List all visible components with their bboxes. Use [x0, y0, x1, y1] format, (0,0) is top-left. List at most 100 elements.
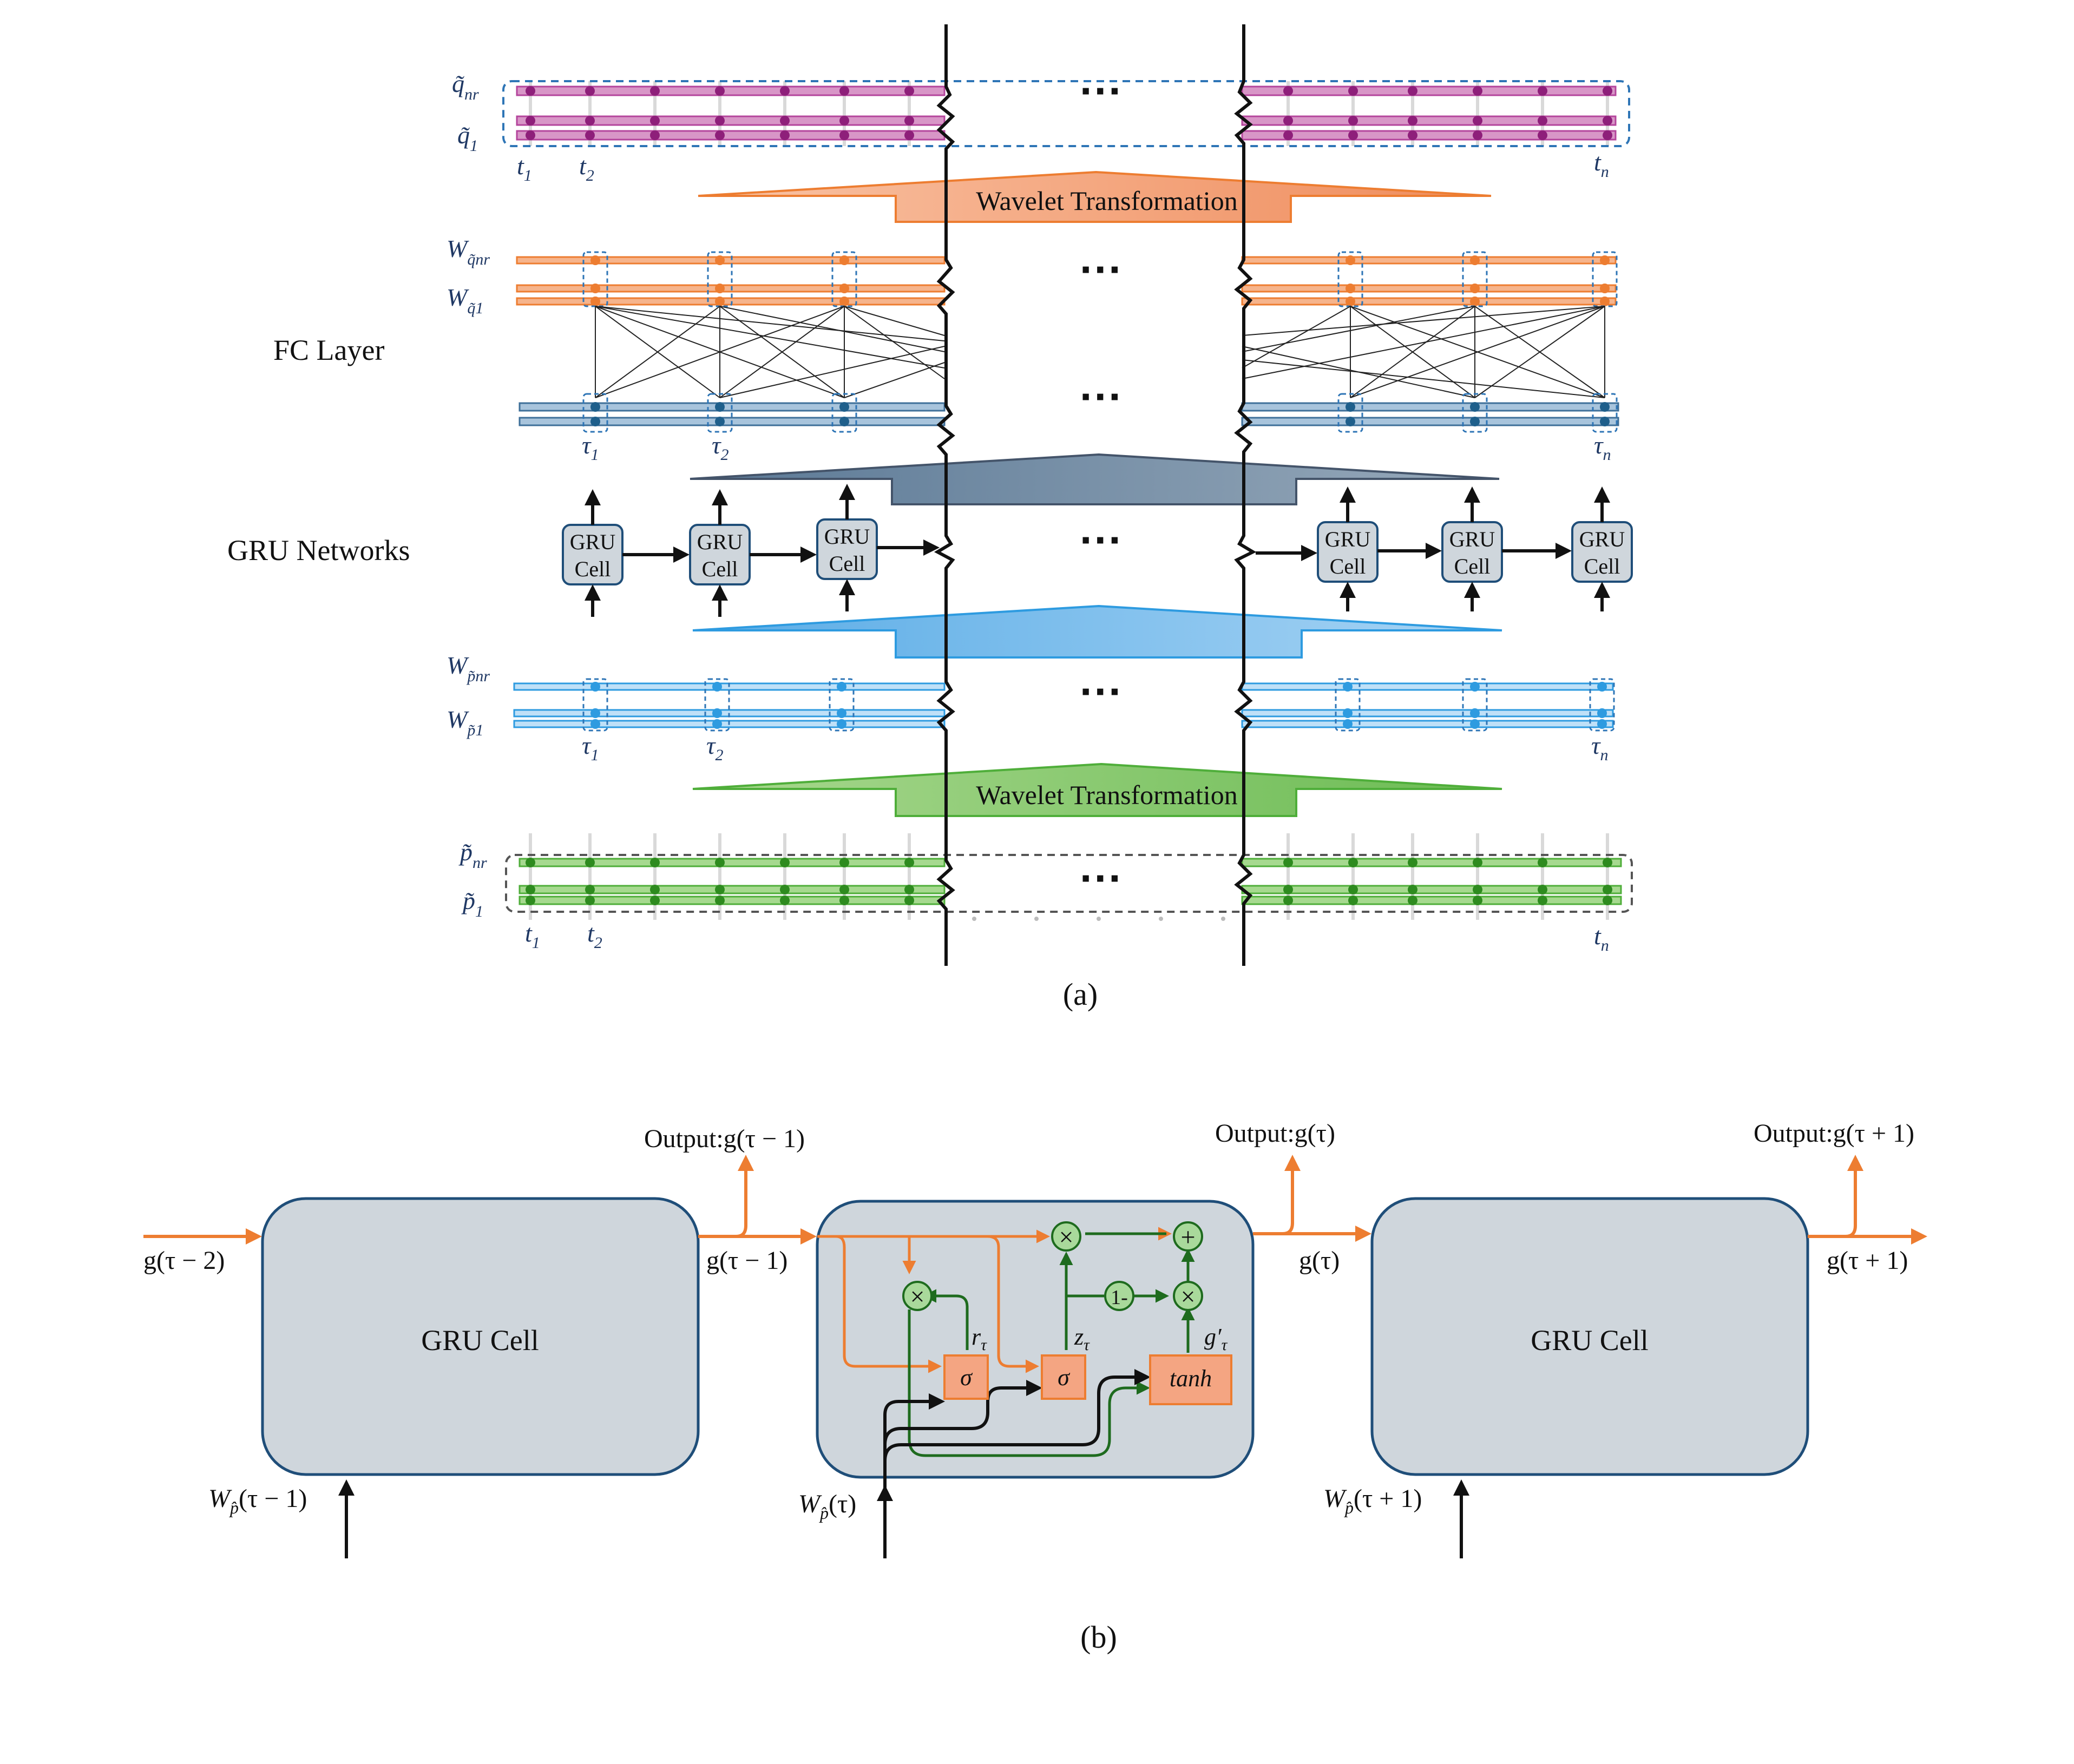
gru-cell-prev — [261, 1197, 700, 1476]
t1-label: t1 — [517, 152, 532, 185]
wavelet-top-arrow: Wavelet Transformation — [698, 170, 1492, 223]
p-dashed-group — [505, 854, 1633, 913]
part-b-gru-detail: GRU Cell GRU Cell — [143, 1119, 1927, 1655]
part-a-architecture: q̃nr q̃1 t1 t2 tn Wavelet Transformation — [227, 24, 1633, 1012]
gru-cell-row: GRU Cell GRU Cell GRU Cell GRU Cell GRU — [562, 484, 1633, 617]
ellipsis-q: ··· — [1080, 67, 1123, 115]
g-candidate-label: g′τ — [1204, 1324, 1228, 1354]
wavelet-bottom-label: Wavelet Transformation — [976, 780, 1237, 810]
tn-bottom-label: tn — [1594, 922, 1609, 955]
svg-text:GRU: GRU — [1325, 527, 1371, 551]
input-g-tau-minus-2: g(τ − 2) — [143, 1246, 225, 1275]
q-signal-bands — [502, 80, 1630, 147]
svg-text:Cell: Cell — [1454, 554, 1491, 578]
z-gate-label: zτ — [1074, 1324, 1090, 1354]
w-input-tau-minus-1: Wp̂(τ − 1) — [208, 1484, 307, 1517]
gru-cell-2: GRU Cell — [689, 524, 751, 585]
w-input-tau: Wp̂(τ) — [798, 1490, 856, 1523]
state-g-tau-minus-1: g(τ − 1) — [706, 1246, 787, 1275]
p-nr-label: p̃nr — [458, 838, 487, 872]
sigma-r-gate: σ — [943, 1354, 989, 1400]
output-g-tau-plus-1: Output:g(τ + 1) — [1754, 1119, 1914, 1148]
ellipsis-wp: ··· — [1080, 667, 1123, 715]
input-to-gru-arrow — [692, 604, 1502, 659]
tau1-bottom-label: τ1 — [582, 732, 599, 764]
ellipsis-fc: ··· — [1080, 372, 1123, 420]
gru-cell-n: GRU Cell — [1571, 521, 1633, 583]
t2-bottom-label: t2 — [587, 919, 602, 952]
tau2-bottom-label: τ2 — [706, 732, 723, 764]
tanh-gate: tanh — [1149, 1354, 1232, 1405]
ellipsis-gru: ··· — [1080, 516, 1123, 564]
q-nr-label: q̃nr — [452, 70, 479, 103]
break-lines — [934, 24, 1257, 966]
q-1-label: q̃1 — [457, 121, 478, 155]
wq-1-label: Wq̃1 — [447, 284, 483, 317]
gru-networks-label: GRU Networks — [227, 534, 410, 567]
svg-text:1-: 1- — [1111, 1286, 1128, 1309]
one-minus-node: 1- — [1104, 1281, 1134, 1311]
hidden-state-flow — [143, 1155, 1927, 1245]
current-cell-input-paths — [338, 1369, 1469, 1558]
multiply-reset-node: × — [902, 1281, 933, 1311]
state-g-tau-plus-1: g(τ + 1) — [1827, 1246, 1908, 1275]
gru-cell-3: GRU Cell — [816, 518, 878, 580]
output-g-tau-minus-1: Output:g(τ − 1) — [644, 1124, 805, 1153]
p-signal-bands — [505, 854, 1633, 913]
taun-top-label: τn — [1594, 431, 1611, 464]
svg-text:σ: σ — [1058, 1364, 1071, 1391]
svg-text:+: + — [1180, 1223, 1195, 1252]
svg-text:Cell: Cell — [575, 557, 611, 581]
svg-text:GRU: GRU — [697, 530, 743, 554]
wp-1-label: Wp̃1 — [447, 706, 483, 739]
caption-a: (a) — [1063, 977, 1098, 1012]
taun-bottom-label: τn — [1591, 732, 1608, 764]
svg-text:×: × — [910, 1282, 924, 1311]
p-1-label: p̃1 — [461, 887, 483, 920]
fc-connections — [595, 306, 1605, 398]
wavelet-top-label: Wavelet Transformation — [976, 186, 1237, 216]
caption-b: (b) — [1080, 1620, 1117, 1655]
svg-text:GRU: GRU — [824, 524, 870, 549]
multiply-candidate-node: × — [1173, 1281, 1203, 1311]
tau2-top-label: τ2 — [712, 431, 728, 464]
gru-cell-n-2: GRU Cell — [1317, 521, 1379, 583]
ellipsis-p: ··· — [1080, 854, 1123, 902]
multiply-update-node: × — [1051, 1221, 1081, 1252]
gru-to-fc-arrow — [690, 453, 1500, 505]
wq-nr-label: Wq̃nr — [447, 235, 490, 268]
wavelet-bottom-arrow: Wavelet Transformation — [692, 762, 1502, 817]
svg-text:GRU: GRU — [1449, 527, 1495, 551]
gru-cell-n-1: GRU Cell — [1441, 521, 1503, 583]
t2-label: t2 — [579, 152, 594, 185]
gru-cell-next — [1370, 1197, 1809, 1476]
tau1-top-label: τ1 — [582, 431, 599, 464]
svg-text:GRU: GRU — [570, 530, 616, 554]
t1-bottom-label: t1 — [525, 919, 540, 952]
svg-text:×: × — [1059, 1223, 1073, 1252]
svg-text:×: × — [1180, 1282, 1195, 1311]
svg-text:GRU: GRU — [1579, 527, 1625, 551]
faint-dots — [972, 917, 1225, 921]
gru-cell-1: GRU Cell — [562, 524, 623, 585]
tn-top-label: tn — [1594, 148, 1609, 181]
svg-text:Cell: Cell — [829, 551, 865, 576]
svg-text:Cell: Cell — [702, 557, 738, 581]
wp-nr-label: Wp̃nr — [447, 651, 490, 685]
wq-bands — [516, 251, 1618, 307]
fc-layer-label: FC Layer — [273, 334, 384, 366]
svg-text:σ: σ — [960, 1364, 973, 1391]
gru-cell-next-label: GRU Cell — [1531, 1324, 1649, 1357]
ellipsis-wq: ··· — [1080, 245, 1123, 293]
svg-text:Cell: Cell — [1584, 554, 1620, 578]
r-gate-label: rτ — [972, 1324, 987, 1354]
w-input-tau-plus-1: Wp̂(τ + 1) — [1323, 1484, 1422, 1517]
sigma-z-gate: σ — [1041, 1354, 1086, 1400]
current-cell-green-paths — [908, 1232, 1195, 1457]
add-node: + — [1173, 1221, 1203, 1252]
gru-cell-current — [816, 1200, 1255, 1479]
svg-text:tanh: tanh — [1170, 1365, 1212, 1392]
output-g-tau: Output:g(τ) — [1215, 1119, 1335, 1148]
